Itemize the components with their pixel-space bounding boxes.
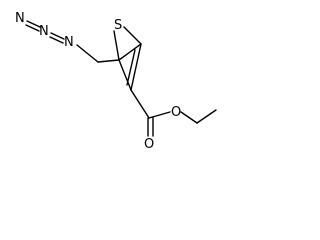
- atom-carbonyl-oxygen-label: O: [144, 137, 154, 150]
- bond-ch2-ch3: [196, 109, 217, 124]
- bond-c3-c4: [118, 59, 132, 91]
- bond-n3-ch2: [76, 44, 99, 63]
- bond-n1-n2-a: [26, 20, 41, 28]
- bond-n2-n3-b: [49, 36, 64, 44]
- atom-labels: N N N S O O: [15, 11, 181, 150]
- bond-c2-c3-inner: [126, 49, 136, 86]
- bond-s-c2: [123, 26, 142, 45]
- atom-n3-label: N: [64, 35, 74, 50]
- bond-carbonyl-ester-o: [148, 111, 171, 119]
- bond-ester-o-ch2: [180, 111, 198, 124]
- bond-n1-n2-b: [25, 24, 40, 32]
- bond-n2-n3-a: [50, 32, 65, 40]
- atom-n2-label: N: [39, 24, 49, 39]
- structure-canvas: N N N S O O: [0, 0, 236, 150]
- bond-c4-c5-inner: [118, 43, 142, 61]
- atom-ester-oxygen-label: O: [171, 105, 181, 120]
- bond-c3-carbonyl: [130, 89, 150, 119]
- atom-n1-label: N: [15, 11, 25, 26]
- bonds: [25, 20, 217, 137]
- bond-c2-c3: [130, 43, 142, 91]
- chemical-structure-diagram: N N N S O O: [15, 11, 217, 150]
- atom-sulfur-label: S: [114, 18, 122, 33]
- bond-ch2-c5: [97, 59, 120, 63]
- bond-c5-s: [113, 30, 120, 61]
